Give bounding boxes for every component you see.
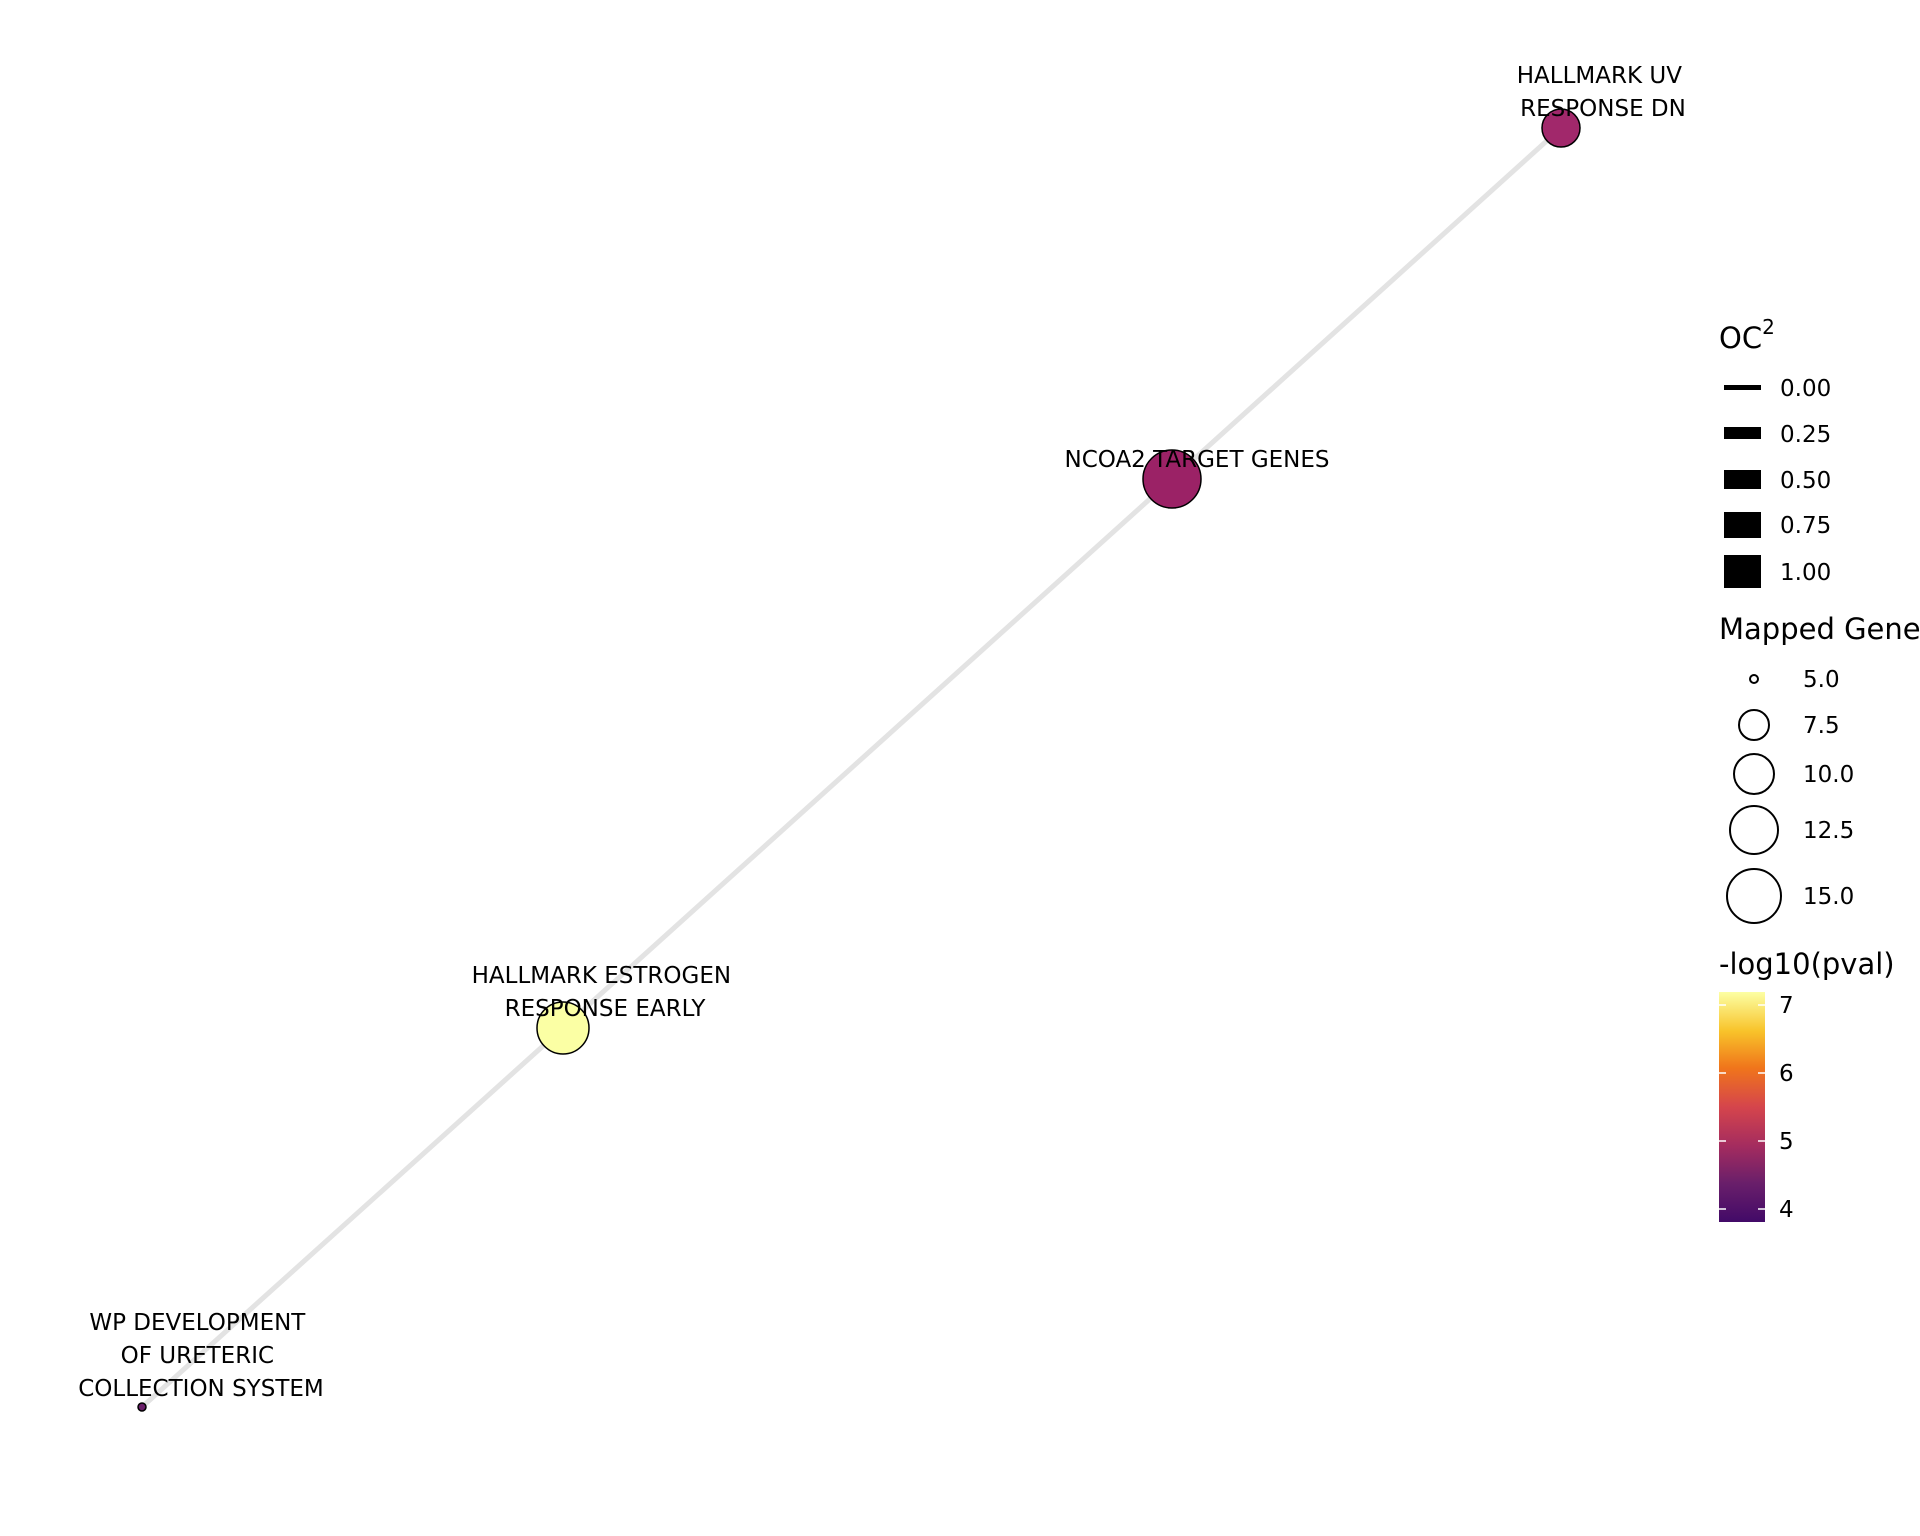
label-ncoa2: NCOA2 TARGET GENES [1064, 447, 1329, 473]
legend-oc2-label-0: 0.00 [1780, 376, 1831, 402]
legend-oc2-label-2: 0.50 [1780, 468, 1831, 494]
label-hallmark-estrogen: HALLMARK ESTROGEN RESPONSE EARLY [472, 963, 739, 1022]
node-hallmark-estrogen[interactable] [536, 1001, 590, 1055]
legend-size-label-0: 5.0 [1803, 667, 1840, 693]
legend-oc2: OC2 0.00 0.25 0.50 0.75 1.00 [1719, 315, 1831, 588]
legend-mapped-genes: Mapped Genes 5.0 7.5 10.0 12.5 15.0 [1719, 612, 1920, 924]
legend-oc2-title: OC2 [1719, 315, 1775, 355]
legend-size-key-0 [1749, 674, 1759, 684]
node-wp-development[interactable] [137, 1402, 147, 1412]
legend-pval-label-7: 7 [1779, 993, 1794, 1019]
legend-size-label-2: 10.0 [1803, 762, 1854, 788]
legend-pval: -log10(pval) 7 6 5 4 [1719, 947, 1895, 1223]
legend-pval-label-4: 4 [1779, 1197, 1794, 1223]
node-labels: HALLMARK UV RESPONSE DN NCOA2 TARGET GEN… [78, 63, 1690, 1402]
legend-oc2-label-3: 0.75 [1780, 513, 1831, 539]
legend-size-key-2 [1733, 753, 1775, 795]
legend-size-key-4 [1726, 868, 1782, 924]
legend-pval-label-5: 5 [1779, 1129, 1794, 1155]
legend-oc2-label-1: 0.25 [1780, 422, 1831, 448]
legend-pval-colorbar [1719, 992, 1765, 1222]
legend-oc2-key-0 [1724, 385, 1761, 390]
legend-pval-title: -log10(pval) [1719, 947, 1895, 981]
edge-uv-ncoa2 [1170, 126, 1563, 481]
node-hallmark-uv[interactable] [1541, 108, 1581, 148]
legend-size-label-4: 15.0 [1803, 884, 1854, 910]
legend-oc2-key-3 [1724, 512, 1761, 538]
legend-size-label-1: 7.5 [1803, 713, 1840, 739]
node-ncoa2[interactable] [1142, 449, 1202, 509]
legend-mapped-genes-title: Mapped Genes [1719, 612, 1920, 646]
legend-oc2-key-2 [1724, 470, 1761, 489]
legend-size-key-3 [1729, 805, 1779, 855]
label-wp-development: WP DEVELOPMENT OF URETERIC COLLECTION SY… [78, 1310, 324, 1402]
edges [140, 126, 1563, 1409]
legend-size-key-1 [1738, 709, 1770, 741]
label-hallmark-uv: HALLMARK UV RESPONSE DN [1517, 63, 1690, 122]
legend-oc2-key-4 [1724, 555, 1761, 588]
legend-oc2-label-4: 1.00 [1780, 560, 1831, 586]
legend-pval-label-6: 6 [1779, 1061, 1794, 1087]
legend-size-label-3: 12.5 [1803, 818, 1854, 844]
edge-estrogen-wp [140, 1026, 565, 1409]
legend-oc2-key-1 [1724, 427, 1761, 439]
nodes [137, 108, 1581, 1412]
edge-ncoa2-estrogen [561, 477, 1174, 1030]
